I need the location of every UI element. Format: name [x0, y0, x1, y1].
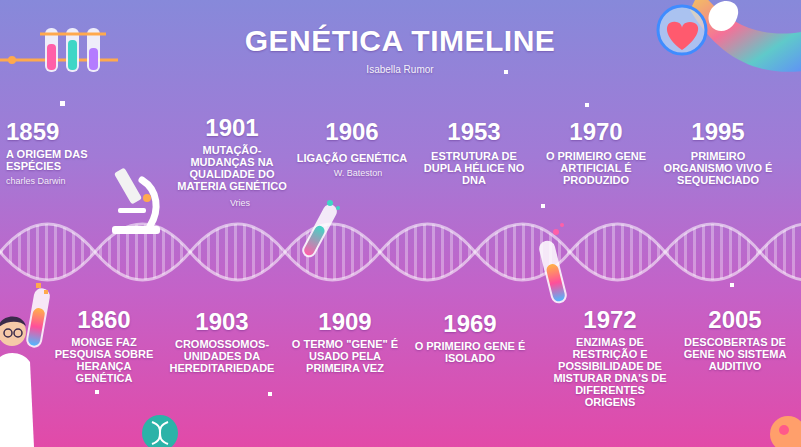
microscope-stage: [118, 208, 146, 213]
star-dot: [60, 101, 65, 106]
scientist-name: W. Bateston: [313, 168, 403, 179]
microscope-knob: [143, 194, 151, 202]
event-description: MUTAÇÃO- MUDANÇAS NA QUALIDADE DO MATERI…: [172, 144, 292, 192]
bubble: [560, 223, 564, 227]
glasses: [14, 329, 22, 337]
bubble: [553, 229, 559, 235]
glove: [709, 1, 739, 31]
event-description: LIGAÇÃO GENÉTICA: [292, 152, 412, 164]
helix-strand: [0, 224, 801, 280]
star-dot: [541, 204, 545, 208]
event-description: A ORIGEM DAS ESPÉCIES: [6, 148, 106, 172]
rack-knob: [8, 56, 16, 64]
year-label: 1860: [49, 308, 159, 332]
scientist-name: charles Darwin: [6, 176, 106, 187]
lab-coat: [0, 353, 34, 447]
year-label: 1906: [297, 120, 407, 144]
event-description: DESCOBERTAS DE GENE NO SISTEMA AUDITIVO: [679, 336, 791, 372]
year-label: 1901: [177, 116, 287, 140]
test-tube: [537, 239, 568, 305]
dna-helix: [0, 190, 801, 314]
year-label: 1909: [290, 310, 400, 334]
cell-badge-dot: [779, 425, 789, 435]
year-label: 1969: [415, 312, 525, 336]
spark: [44, 290, 48, 294]
year-label: 1903: [167, 310, 277, 334]
flask: [658, 6, 706, 54]
scientist-hair: [0, 316, 26, 328]
event-description: PRIMEIRO ORGANISMO VIVO É SEQUENCIADO: [658, 150, 778, 186]
author-name: Isabella Rumor: [300, 64, 500, 76]
spark: [36, 283, 41, 288]
year-label: 2005: [680, 308, 790, 332]
event-description: ESTRUTURA DE DUPLA HÉLICE NO DNA: [418, 150, 530, 186]
helix-rungs: [0, 190, 801, 314]
tube-liquid: [89, 48, 98, 70]
year-label: 1953: [419, 120, 529, 144]
event-description: O PRIMEIRO GENE É ISOLADO: [414, 340, 526, 364]
tube-liquid: [47, 44, 56, 70]
star-dot: [504, 70, 508, 74]
tube-liquid: [545, 263, 566, 303]
scientist-name: Vries: [210, 198, 270, 209]
bubble: [336, 206, 340, 210]
tube-glass: [300, 202, 340, 260]
microscope-tube: [114, 167, 142, 204]
tube-liquid: [27, 307, 45, 347]
event-description: ENZIMAS DE RESTRIÇÃO E POSSIBILIDADE DE …: [551, 336, 669, 409]
tube-glass: [25, 287, 51, 349]
year-label: 1859: [6, 120, 96, 144]
bubble: [327, 200, 333, 206]
tube-glass: [537, 239, 568, 305]
year-label: 1972: [555, 308, 665, 332]
test-tube: [300, 202, 340, 260]
dna-badge-icon: [152, 422, 168, 444]
tube-liquid: [302, 224, 326, 257]
microscope: [112, 167, 160, 234]
event-description: MONGE FAZ PESQUISA SOBRE HERANÇA GENÉTIC…: [50, 336, 158, 384]
tube-liquid: [68, 40, 77, 70]
test-tube-rack: [0, 28, 118, 72]
year-label: 1995: [663, 120, 773, 144]
star-dot: [730, 283, 734, 287]
star-dot: [268, 392, 272, 396]
rack-bar: [40, 33, 106, 36]
year-label: 1970: [541, 120, 651, 144]
heart: [667, 22, 698, 50]
glasses: [4, 329, 12, 337]
event-description: O TERMO "GENE" É USADO PELA PRIMEIRA VEZ: [288, 338, 402, 374]
event-description: O PRIMEIRO GENE ARTIFICIAL É PRODUZIDO: [540, 150, 652, 186]
cell-badge: [770, 416, 801, 447]
rack-bar: [0, 59, 118, 62]
dna-badge: [142, 415, 178, 447]
helix-strand: [0, 224, 801, 280]
corner-decoration: [658, 0, 801, 72]
test-tube: [25, 287, 51, 349]
star-dot: [95, 390, 99, 394]
star-dot: [585, 103, 589, 107]
diagram-title: GENÉTICA TIMELINE: [160, 24, 640, 57]
event-description: CROMOSSOMOS- UNIDADES DA HEREDITARIEDADE: [164, 338, 280, 374]
microscope-arm: [142, 180, 156, 226]
